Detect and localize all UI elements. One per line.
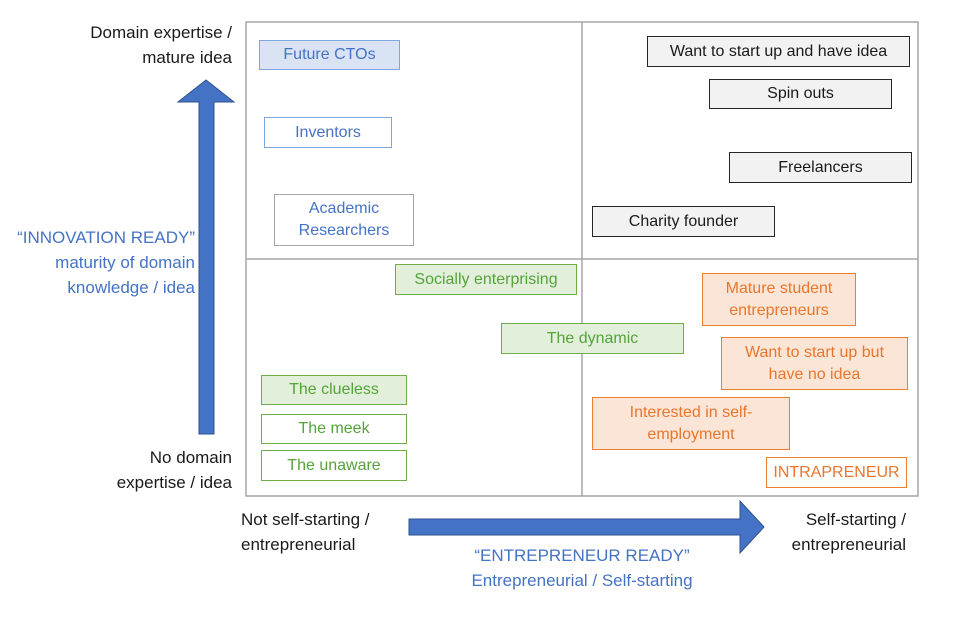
x-axis-title-line2: Entrepreneurial / Self-starting: [471, 571, 693, 590]
x-axis-left-line2: entrepreneurial: [241, 535, 356, 554]
box-the-unaware-label: The unaware: [287, 456, 381, 474]
box-academic-line2: Researchers: [298, 222, 390, 239]
box-interested-line1: Interested in self-: [629, 403, 753, 421]
box-the-clueless-label: The clueless: [289, 381, 379, 398]
box-freelancers-label: Freelancers: [778, 158, 863, 176]
x-axis-right-line2: entrepreneurial: [791, 535, 906, 554]
x-axis-title-line1: “ENTREPRENEUR READY”: [474, 546, 690, 565]
box-freelancers: Freelancers: [729, 152, 912, 183]
box-the-dynamic-label: The dynamic: [546, 329, 639, 347]
box-inventors-label: Inventors: [295, 123, 361, 141]
y-axis-title: “INNOVATION READY” maturity of domain kn…: [0, 225, 195, 300]
box-want-start-have-idea-label: Want to start up and have idea: [669, 42, 888, 60]
y-axis-title-line2: maturity of domain: [55, 253, 195, 272]
x-axis-left-label: Not self-starting / entrepreneurial: [241, 507, 411, 557]
box-the-meek: The meek: [261, 414, 407, 444]
y-axis-bottom-line1: No domain: [149, 448, 232, 467]
box-mature-student-line2: entrepreneurs: [729, 301, 829, 319]
box-want-start-no-idea-line2: have no idea: [768, 365, 861, 383]
box-interested-line2: employment: [647, 425, 735, 443]
box-socially-enterprising: Socially enterprising: [395, 264, 577, 295]
box-want-start-have-idea: Want to start up and have idea: [647, 36, 910, 67]
box-inventors: Inventors: [264, 117, 392, 148]
box-mature-student-line1: Mature student: [725, 279, 833, 297]
x-axis-left-line1: Not self-starting /: [241, 510, 370, 529]
y-axis-top-line1: Domain expertise /: [90, 23, 232, 42]
box-interested-self-employment: Interested in self- employment: [592, 397, 790, 450]
box-spin-outs: Spin outs: [709, 79, 892, 109]
box-academic-line1: Academic: [308, 200, 380, 217]
box-future-ctos: Future CTOs: [259, 40, 400, 70]
y-axis-top-line2: mature idea: [142, 48, 232, 67]
y-axis-top-label: Domain expertise / mature idea: [40, 20, 232, 70]
box-future-ctos-label: Future CTOs: [283, 46, 376, 63]
x-axis-right-label: Self-starting / entrepreneurial: [760, 507, 906, 557]
box-the-dynamic: The dynamic: [501, 323, 684, 354]
box-want-start-no-idea: Want to start up but have no idea: [721, 337, 908, 390]
horizontal-arrow: [408, 499, 765, 555]
box-charity-founder-label: Charity founder: [628, 212, 739, 230]
vertical-arrow: [176, 79, 236, 435]
y-axis-bottom-label: No domain expertise / idea: [40, 445, 232, 495]
box-academic-researchers: Academic Researchers: [274, 194, 414, 246]
y-axis-title-line3: knowledge / idea: [67, 278, 195, 297]
y-axis-bottom-line2: expertise / idea: [116, 473, 232, 492]
x-axis-title: “ENTREPRENEUR READY” Entrepreneurial / S…: [400, 543, 764, 593]
box-charity-founder: Charity founder: [592, 206, 775, 237]
box-the-meek-label: The meek: [298, 420, 370, 437]
box-the-clueless: The clueless: [261, 375, 407, 405]
y-axis-title-line1: “INNOVATION READY”: [17, 228, 195, 247]
box-spin-outs-label: Spin outs: [767, 85, 834, 102]
box-socially-enterprising-label: Socially enterprising: [414, 270, 558, 288]
box-want-start-no-idea-line1: Want to start up but: [744, 343, 885, 361]
x-axis-right-line1: Self-starting /: [805, 510, 906, 529]
box-intrapreneur: INTRAPRENEUR: [766, 457, 907, 488]
box-mature-student: Mature student entrepreneurs: [702, 273, 856, 326]
box-intrapreneur-label: INTRAPRENEUR: [773, 463, 900, 481]
box-the-unaware: The unaware: [261, 450, 407, 481]
